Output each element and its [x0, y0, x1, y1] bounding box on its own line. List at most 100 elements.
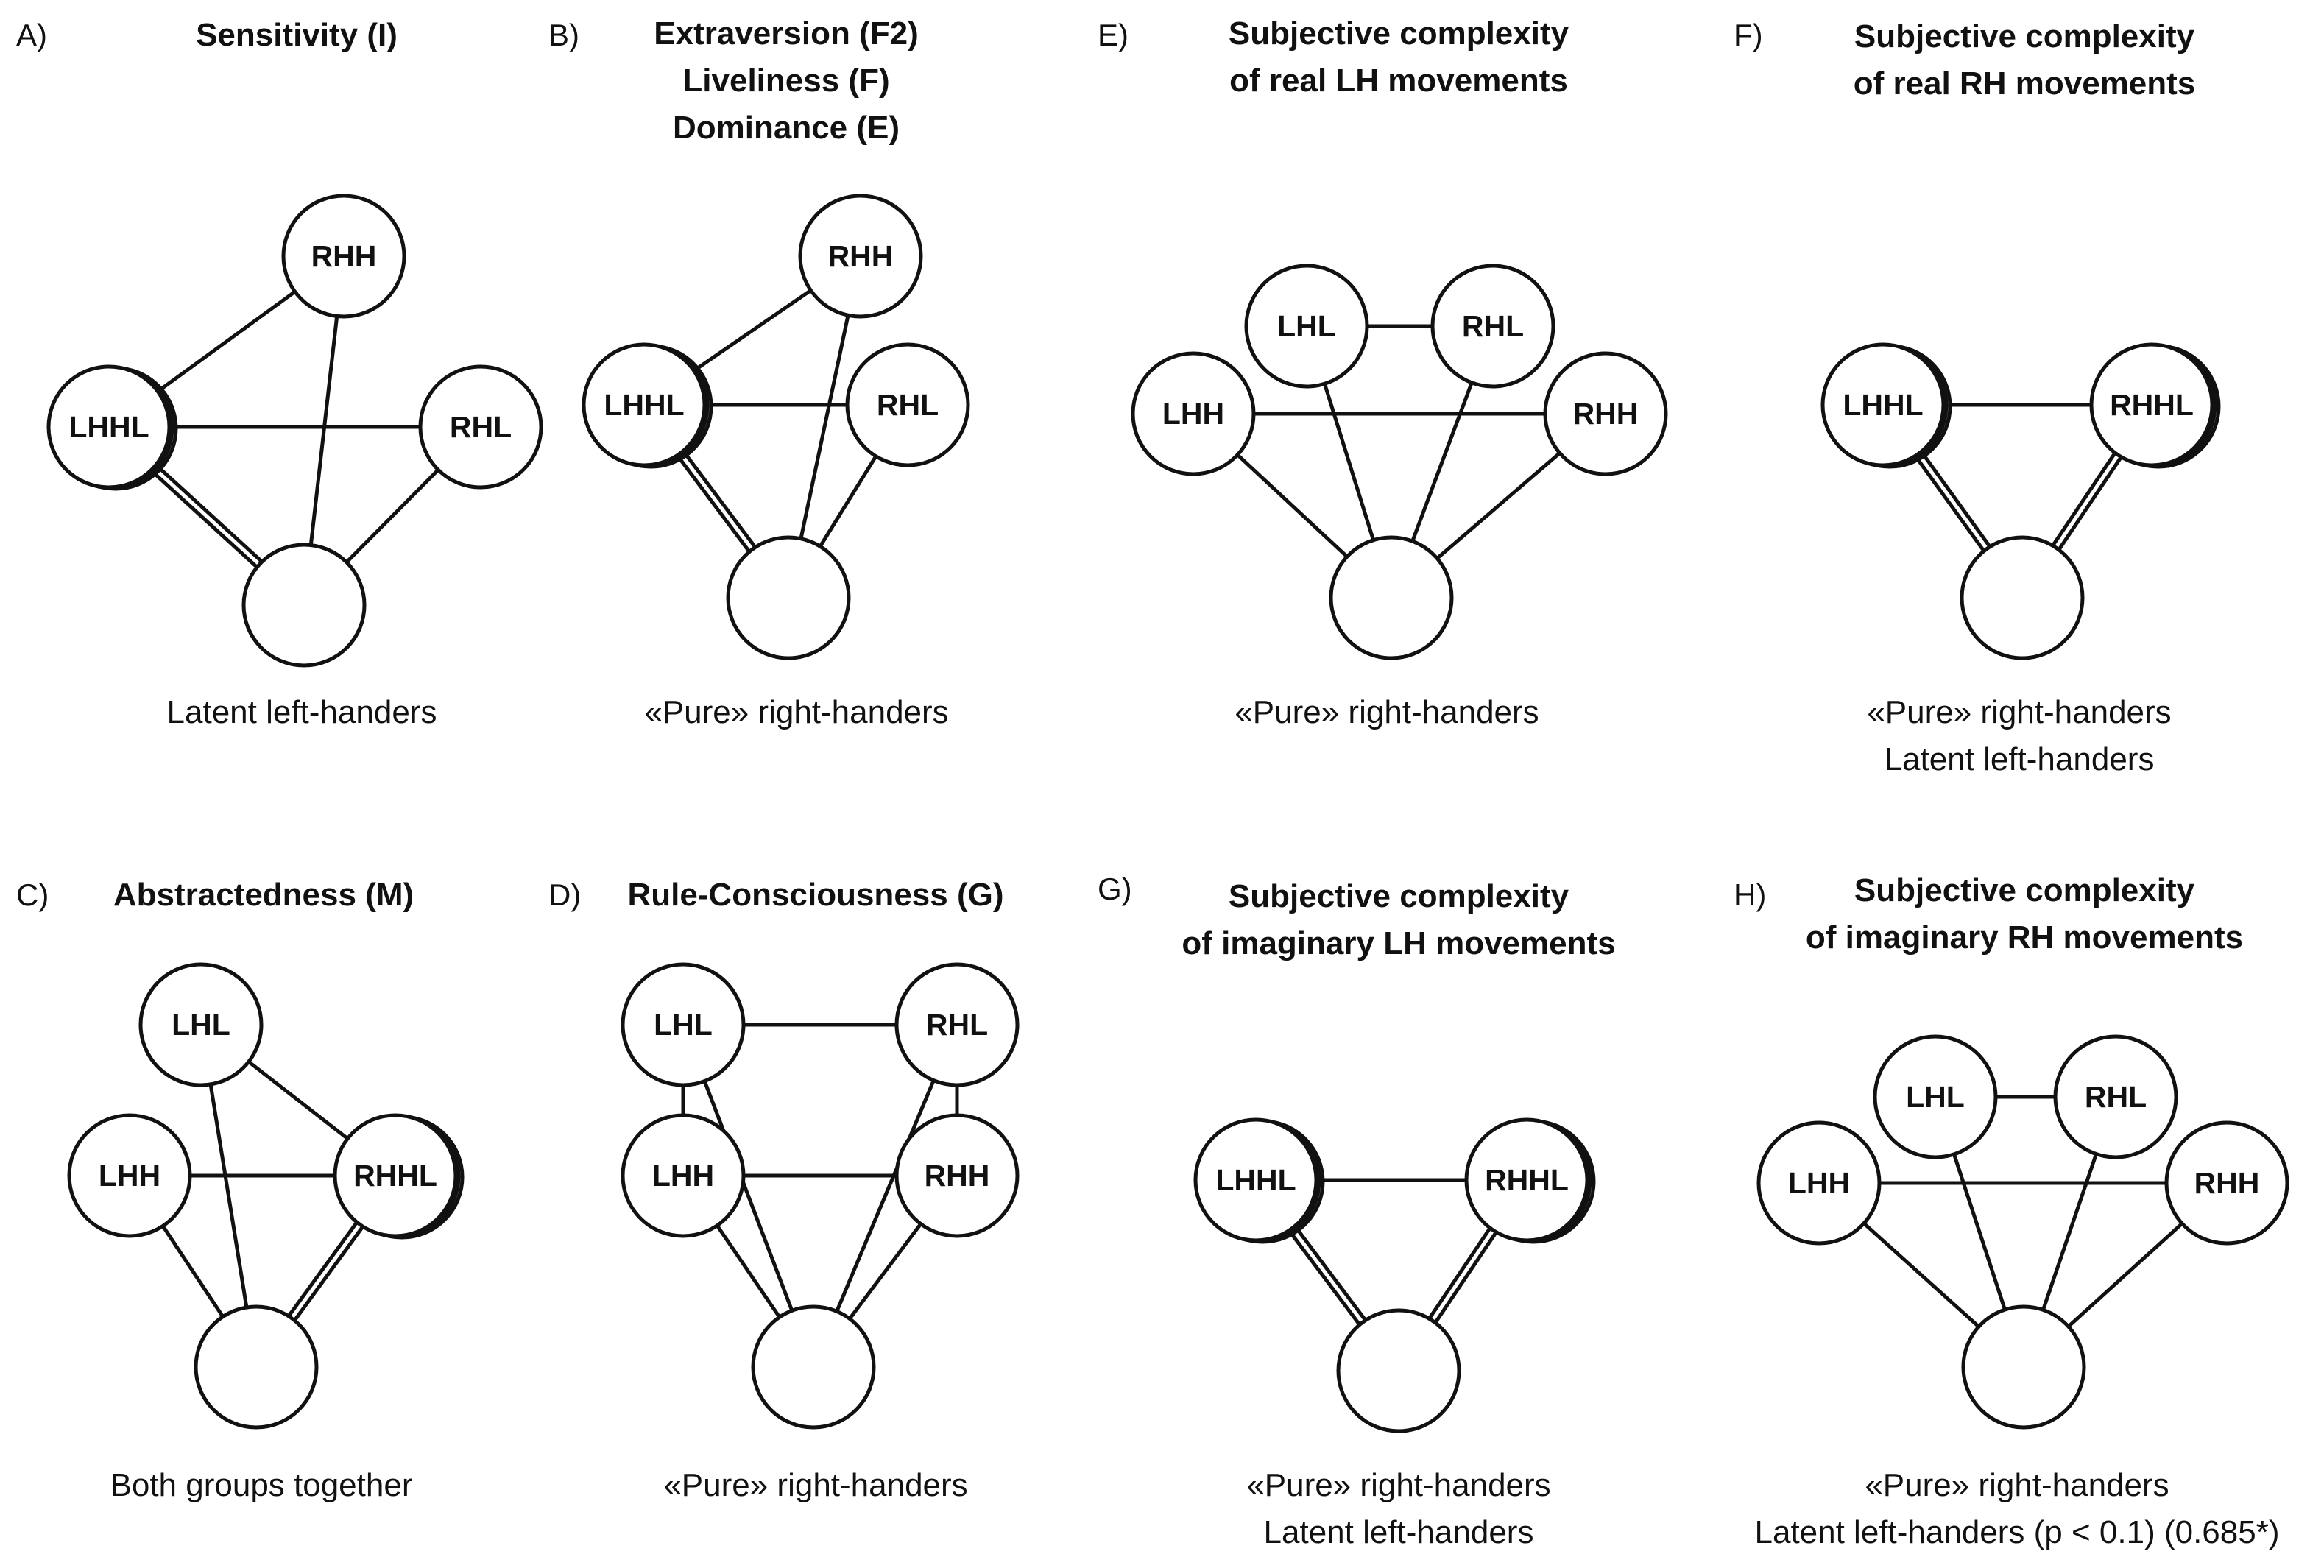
node-rhl: RHL — [845, 342, 970, 467]
node-lhh: LHH — [1131, 351, 1256, 476]
panel-letter: B) — [548, 18, 579, 52]
node-label: RHH — [311, 239, 377, 273]
node-circle — [751, 1304, 876, 1430]
node-label: LHL — [172, 1008, 230, 1042]
node-rhl: RHL — [894, 962, 1020, 1087]
node-circle — [1873, 1034, 1998, 1159]
panel-title-line: Subjective complexity — [1854, 872, 2195, 908]
node-lhh: LHH — [67, 1113, 192, 1238]
node-label: RHHL — [2110, 388, 2194, 422]
panel-title-line: Dominance (E) — [673, 110, 900, 146]
node-circle — [1193, 1117, 1318, 1243]
node-circle — [582, 342, 707, 467]
node-circle — [1430, 264, 1555, 389]
panel-caption-line: Latent left-handers (p < 0.1) (0.685*) — [1755, 1514, 2280, 1550]
group-node — [726, 535, 851, 660]
node-label: LHH — [99, 1159, 160, 1193]
node-circle — [2164, 1120, 2289, 1246]
panel-title-line: of imaginary LH movements — [1182, 925, 1615, 961]
panel-caption-line: «Pure» right-handers — [1867, 694, 2171, 730]
node-rhh: RHH — [281, 194, 406, 319]
node-label: RHH — [2194, 1166, 2260, 1200]
panel-caption-line: Latent left-handers — [167, 694, 437, 730]
node-label: RHL — [877, 388, 939, 422]
node-circle — [798, 194, 923, 319]
panel-caption-line: «Pure» right-handers — [1246, 1467, 1550, 1503]
panel-e: E) Subjective complexity of real LH moveme… — [1098, 15, 1668, 730]
panel-c: C) Abstractedness (M) LHL LHH RHHL Both group… — [16, 877, 465, 1503]
panel-caption-line: Latent left-handers — [1264, 1514, 1534, 1550]
node-lhl: LHL — [138, 962, 264, 1087]
node-circle — [1329, 535, 1454, 660]
node-label: LHH — [1162, 397, 1224, 431]
node-label: LHHL — [68, 410, 149, 444]
panel-title-line: Abstractedness (M) — [113, 877, 414, 913]
node-circle — [67, 1113, 192, 1238]
node-rhh: RHH — [798, 194, 923, 319]
node-circle — [194, 1304, 319, 1430]
node-label: RHH — [925, 1159, 990, 1193]
panel-caption-line: «Pure» right-handers — [1865, 1467, 2169, 1503]
panel-caption-line: «Pure» right-handers — [663, 1467, 967, 1503]
panel-caption-line: «Pure» right-handers — [644, 694, 948, 730]
group-node — [1960, 535, 2085, 660]
node-label: RHHL — [353, 1159, 437, 1193]
panel-letter: E) — [1098, 18, 1129, 52]
node-label: LHH — [1788, 1166, 1850, 1200]
panel-letter: G) — [1098, 872, 1132, 906]
node-rhl: RHL — [1430, 264, 1555, 389]
node-label: RHL — [2085, 1080, 2147, 1114]
node-circle — [333, 1113, 458, 1238]
node-circle — [1543, 351, 1668, 476]
node-rhh: RHH — [1543, 351, 1668, 476]
panel-title-line: of real RH movements — [1854, 66, 2196, 102]
node-lhl: LHL — [1244, 264, 1369, 389]
panel-letter: D) — [548, 877, 581, 912]
node-lhhl: LHHL — [582, 342, 713, 469]
panel-title-line: Rule-Consciousness (G) — [628, 877, 1004, 913]
node-circle — [2089, 342, 2214, 467]
panel-b: B)Extraversion (F2)Liveliness (F)Dominan… — [548, 15, 970, 730]
node-rhl: RHL — [2053, 1034, 2178, 1159]
node-circle — [418, 364, 543, 490]
node-rhl: RHL — [418, 364, 543, 490]
node-label: RHL — [1462, 309, 1524, 343]
node-label: LHL — [1906, 1080, 1965, 1114]
group-node — [1336, 1308, 1461, 1433]
node-lhl: LHL — [1873, 1034, 1998, 1159]
panel-caption-line: Both groups together — [110, 1467, 413, 1503]
node-circle — [726, 535, 851, 660]
node-circle — [1131, 351, 1256, 476]
panel-title-line: Sensitivity (I) — [196, 17, 398, 53]
node-circle — [46, 364, 172, 490]
panel-title-line: of real LH movements — [1229, 63, 1568, 99]
node-label: LHHL — [1843, 388, 1923, 422]
node-label: LHHL — [604, 388, 684, 422]
node-circle — [621, 1113, 746, 1238]
panel-letter: C) — [16, 877, 49, 912]
node-circle — [241, 543, 367, 668]
node-label: RHL — [450, 410, 512, 444]
panel-title-line: Liveliness (F) — [682, 63, 889, 99]
panel-title-line: Subjective complexity — [1229, 878, 1569, 914]
panel-title-line: of imaginary RH movements — [1806, 919, 2243, 956]
panel-g: G) Subjective complexity of imaginary LH m… — [1098, 872, 1616, 1550]
node-circle — [1756, 1120, 1882, 1246]
node-circle — [845, 342, 970, 467]
node-rhh: RHH — [2164, 1120, 2289, 1246]
node-circle — [1244, 264, 1369, 389]
panel-caption-line: «Pure» right-handers — [1235, 694, 1539, 730]
panel-title-line: Subjective complexity — [1229, 15, 1569, 52]
node-circle — [1961, 1304, 2086, 1430]
node-circle — [2053, 1034, 2178, 1159]
node-circle — [1960, 535, 2085, 660]
node-rhh: RHH — [894, 1113, 1020, 1238]
node-label: LHHL — [1215, 1163, 1296, 1197]
node-circle — [1820, 342, 1946, 467]
node-circle — [894, 962, 1020, 1087]
panel-title-line: Subjective complexity — [1854, 18, 2195, 54]
